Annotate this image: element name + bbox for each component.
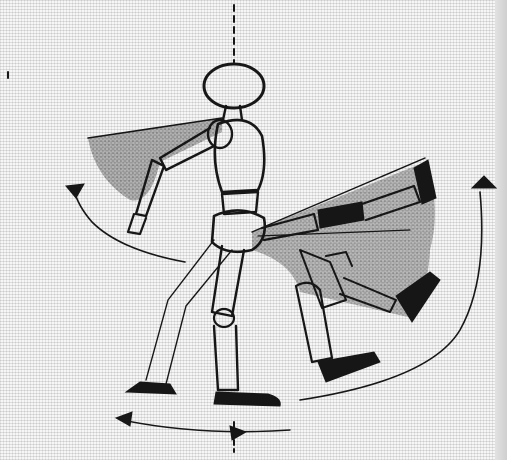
- mannequin-chest: [215, 120, 264, 192]
- arc-arrow-left-icon: [66, 184, 84, 198]
- floor-arrow-left-icon: [116, 412, 132, 426]
- arc-arrow-right-icon: [472, 176, 496, 188]
- mannequin-head: [204, 64, 264, 108]
- kick-leg-low-foot: [318, 352, 380, 382]
- mannequin-standing-foot: [214, 392, 280, 406]
- mannequin-standing-knee: [214, 309, 234, 327]
- floor-arrow-right-icon: [230, 426, 246, 440]
- mannequin-trailing-foot: [126, 382, 176, 394]
- mannequin-hand: [128, 214, 146, 234]
- mannequin-standing-thigh: [212, 246, 244, 316]
- floor-motion-line: [122, 420, 290, 432]
- mannequin-standing-shin: [214, 326, 238, 390]
